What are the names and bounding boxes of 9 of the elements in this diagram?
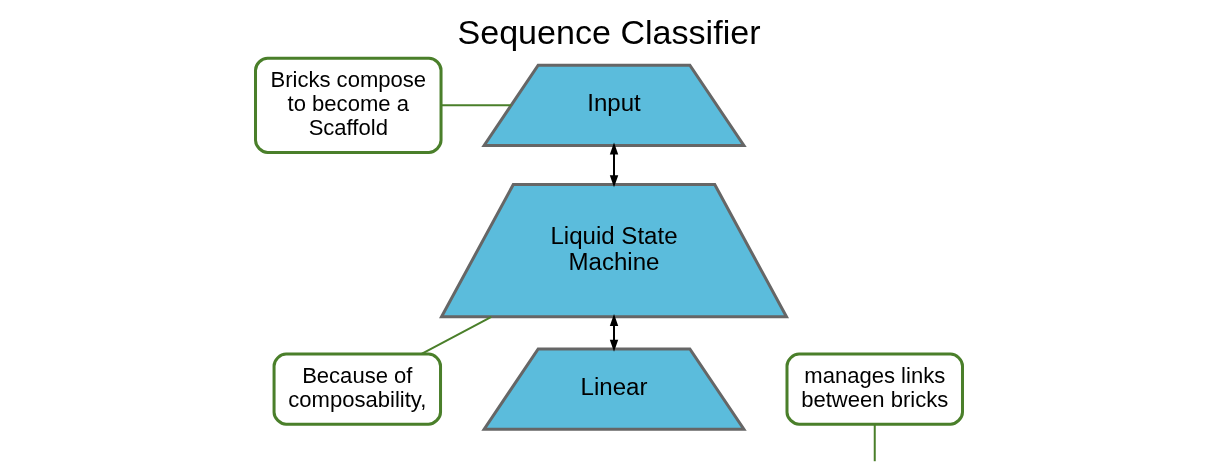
arrow <box>609 313 618 352</box>
node-box: Because of composability, <box>272 351 442 426</box>
node-box: Bricks compose to become a Scaffold <box>253 56 443 154</box>
diagram-title: Sequence Classifier <box>456 12 761 51</box>
connector <box>420 315 492 355</box>
connector <box>440 103 511 106</box>
connector <box>873 423 876 461</box>
arrow <box>609 141 618 187</box>
node-box: manages links between bricks <box>785 351 964 426</box>
